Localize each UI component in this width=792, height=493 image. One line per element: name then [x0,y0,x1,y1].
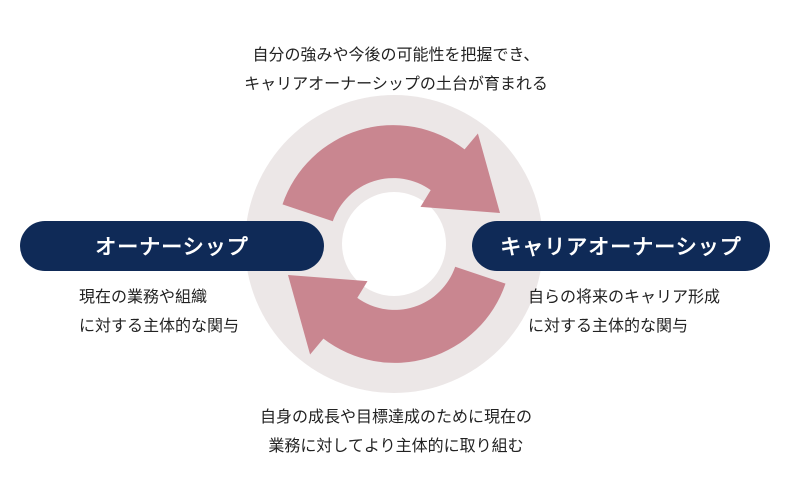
bottom-caption: 自身の成長や目標達成のために現在の 業務に対してより主体的に取り組む [0,402,792,460]
bottom-caption-line-1: 自身の成長や目標達成のために現在の [259,407,532,426]
career-ownership-box: キャリアオーナーシップ [472,221,770,271]
top-caption-line-2: キャリアオーナーシップの土台が育まれる [244,74,548,93]
top-caption-line-1: 自分の強みや今後の可能性を把握でき、 [252,45,540,64]
ownership-label: オーナーシップ [95,235,249,259]
arrow-bottom [288,266,506,363]
right-caption: 自らの将来のキャリア形成 に対する主体的な関与 [528,282,720,340]
ownership-box: オーナーシップ [20,221,324,271]
right-caption-line-1: 自らの将来のキャリア形成 [528,287,721,306]
arrow-top [282,125,500,222]
left-caption: 現在の業務や組織 に対する主体的な関与 [79,282,239,340]
left-caption-line-1: 現在の業務や組織 [79,287,208,306]
right-caption-line-2: に対する主体的な関与 [528,316,689,335]
bottom-caption-line-2: 業務に対してより主体的に取り組む [268,436,524,455]
career-ownership-label: キャリアオーナーシップ [500,235,742,259]
center-hole [342,192,446,296]
left-caption-line-2: に対する主体的な関与 [79,316,240,335]
top-caption: 自分の強みや今後の可能性を把握でき、 キャリアオーナーシップの土台が育まれる [0,40,792,98]
